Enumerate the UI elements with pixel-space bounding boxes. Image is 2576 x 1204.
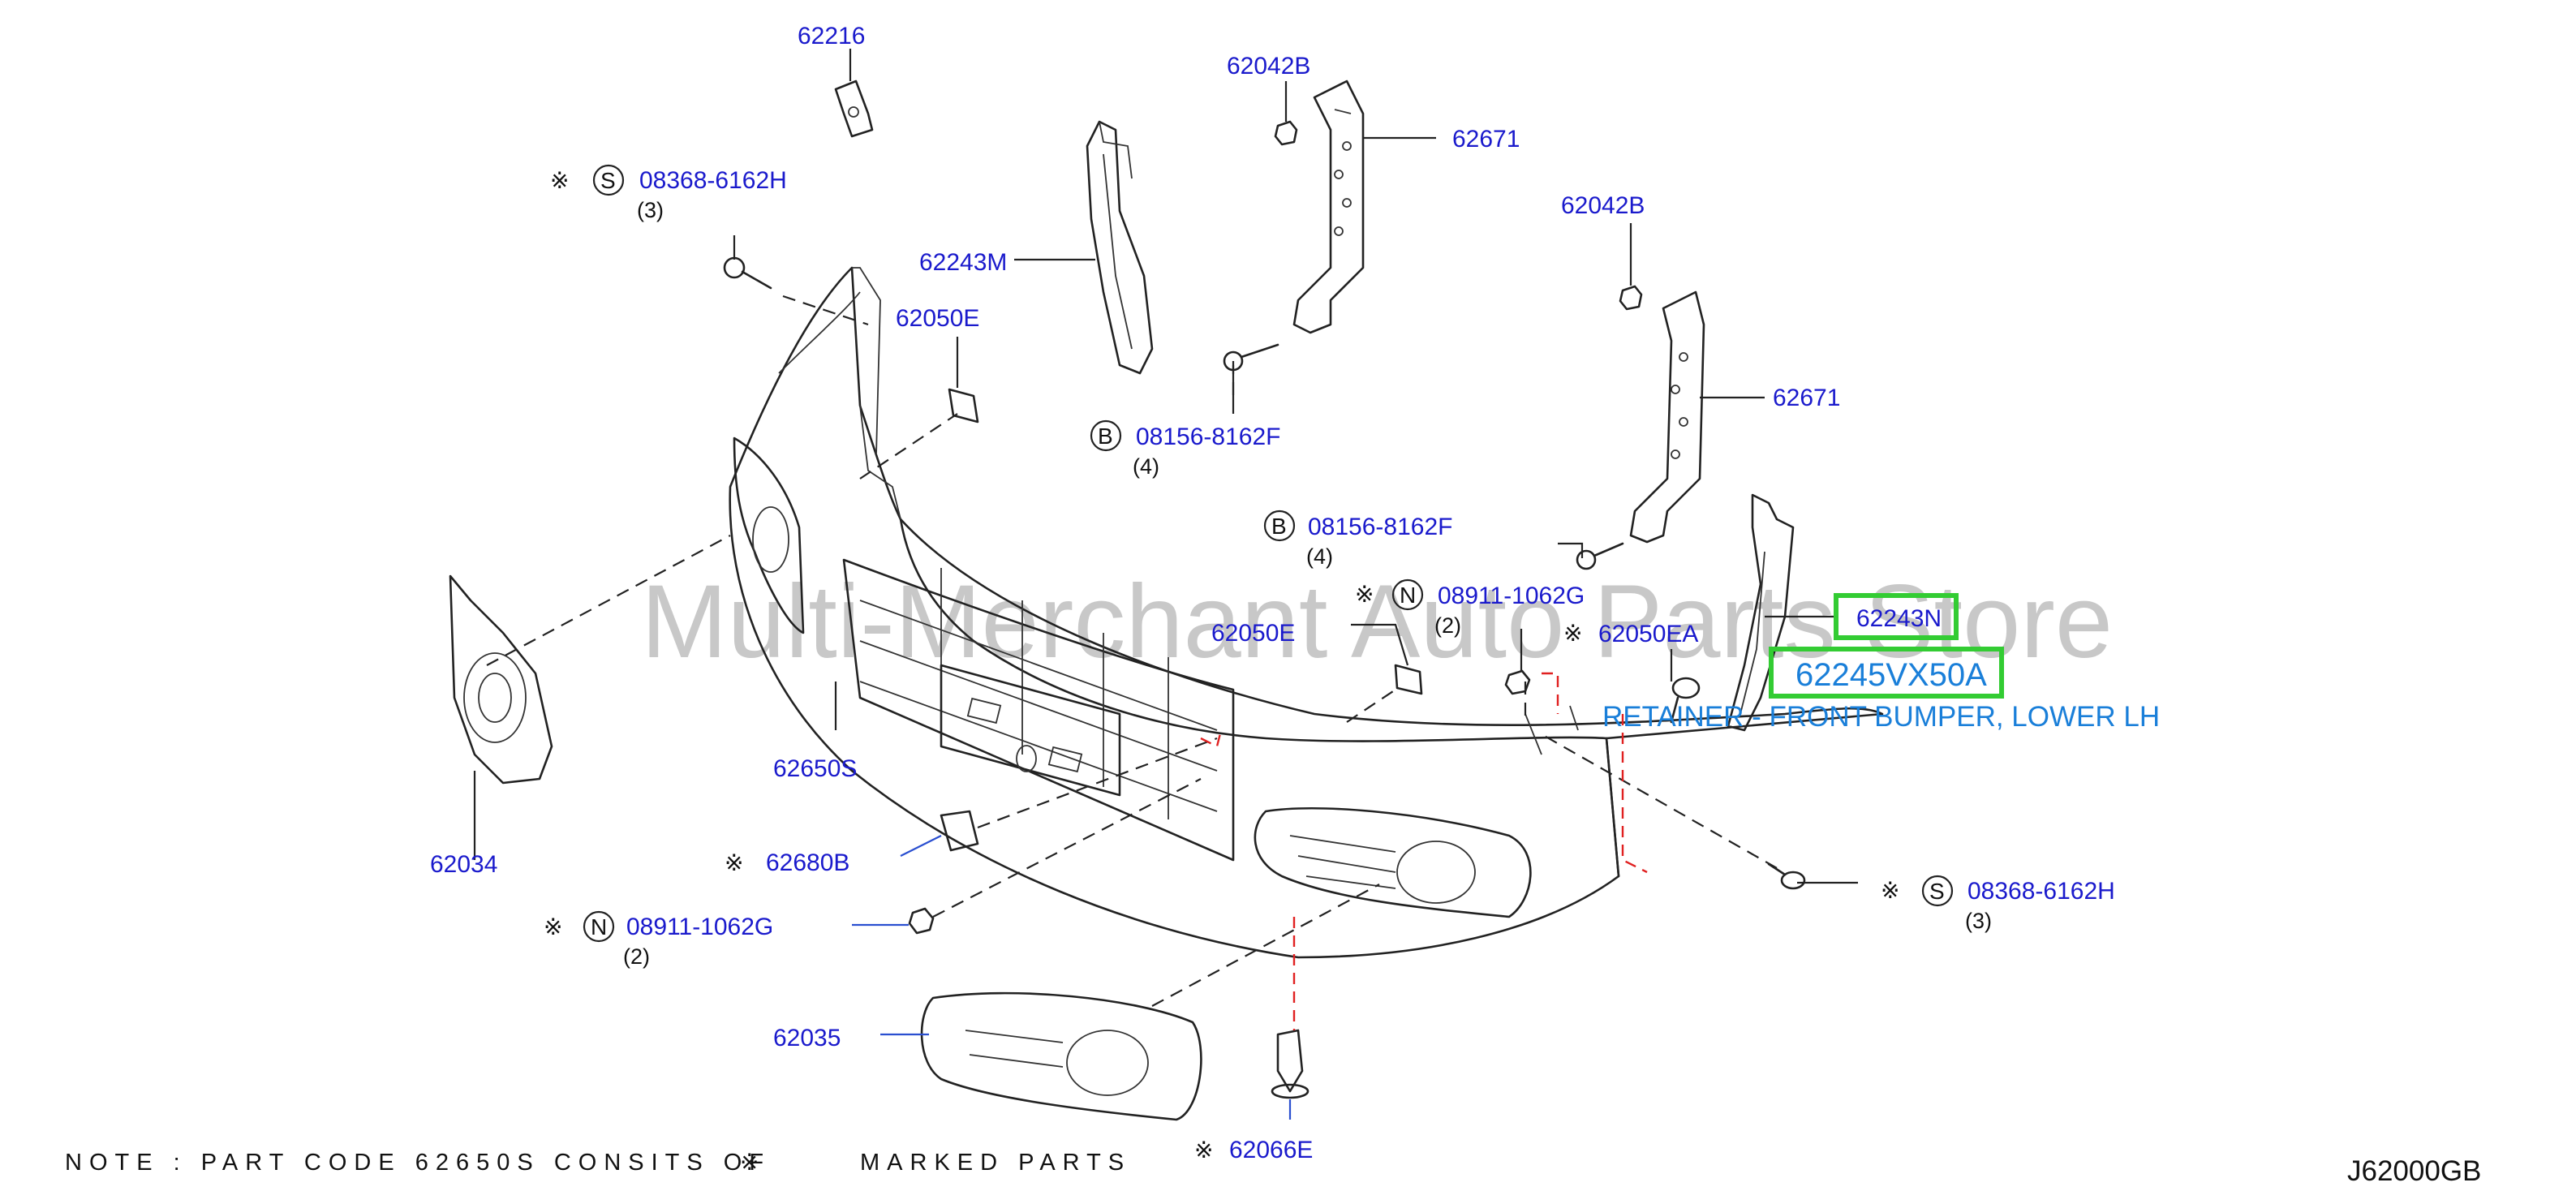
label-62216: 62216 bbox=[798, 23, 865, 49]
watermark: Multi-Merchant Auto Parts Store bbox=[641, 564, 2113, 680]
assembly-lines bbox=[486, 295, 1778, 1030]
note-suffix: MARKED PARTS bbox=[860, 1150, 1131, 1176]
s-circle-icon bbox=[592, 164, 625, 196]
fog-bezel-62034 bbox=[449, 574, 553, 785]
highlight-box-62243n bbox=[1834, 593, 1959, 640]
qty-08911-bot: (2) bbox=[623, 944, 650, 969]
clip-icon bbox=[940, 810, 979, 852]
label-62050e-mid: 62050E bbox=[1211, 620, 1295, 647]
label-62066e: 62066E bbox=[1229, 1137, 1313, 1163]
front-bumper-fascia bbox=[729, 266, 1884, 959]
kome-mark-icon: ※ bbox=[740, 1150, 759, 1175]
label-08911-bot: 08911-1062G bbox=[626, 914, 773, 940]
n-circle-icon bbox=[583, 910, 615, 943]
retainer-62243m bbox=[1086, 120, 1154, 375]
label-62243m: 62243M bbox=[919, 249, 1007, 276]
s-circle-icon bbox=[1921, 875, 1954, 907]
b-circle-letter: B bbox=[1098, 424, 1113, 449]
kome-mark-icon: ※ bbox=[550, 168, 569, 193]
label-62042b-right: 62042B bbox=[1561, 192, 1645, 219]
clip-icon bbox=[1271, 1029, 1310, 1099]
label-08911-top: 08911-1062G bbox=[1438, 583, 1585, 609]
bolt-icon bbox=[1670, 677, 1701, 724]
kome-mark-icon: ※ bbox=[1881, 878, 1899, 903]
retainer-62243n bbox=[1727, 493, 1795, 732]
label-08156-mid: 08156-8162F bbox=[1308, 514, 1452, 540]
n-circle-letter: N bbox=[591, 914, 607, 940]
part-number-highlight: 62245VX50A bbox=[1795, 657, 1987, 693]
b-circle-icon bbox=[1263, 510, 1296, 542]
label-62050e-top: 62050E bbox=[896, 305, 979, 332]
b-circle-letter: B bbox=[1271, 514, 1287, 539]
s-circle-letter: S bbox=[600, 168, 616, 193]
label-62680b: 62680B bbox=[766, 849, 849, 876]
label-08156-top: 08156-8162F bbox=[1136, 424, 1280, 450]
b-circle-icon bbox=[1090, 419, 1122, 452]
label-62035: 62035 bbox=[773, 1025, 841, 1051]
qty-08368-top: (3) bbox=[637, 198, 664, 222]
callout-labels: 62216 62042B 62671 ※ S 08368-6162H (3) 6… bbox=[430, 23, 2160, 1163]
qty-08368-bot: (3) bbox=[1965, 909, 1992, 933]
diagram-code: J62000GB bbox=[2347, 1155, 2481, 1187]
fog-bezel-62035 bbox=[920, 991, 1202, 1121]
bolt-icon bbox=[1576, 542, 1624, 570]
bolt-icon bbox=[1767, 862, 1806, 890]
label-08368-bot: 08368-6162H bbox=[1967, 878, 2115, 905]
nut-icon bbox=[1274, 120, 1298, 146]
label-08368-top: 08368-6162H bbox=[639, 167, 787, 194]
footer-note: NOTE : PART CODE 62650S CONSITS OF ※ MAR… bbox=[65, 1150, 1131, 1176]
label-62243n-highlight: 62243N bbox=[1856, 605, 1942, 632]
clip-icon bbox=[1394, 664, 1423, 695]
kome-mark-icon: ※ bbox=[1563, 621, 1582, 646]
qty-08156-top: (4) bbox=[1133, 454, 1159, 479]
clip-62216 bbox=[834, 80, 874, 138]
bolt-icon bbox=[723, 256, 772, 290]
label-62650s: 62650S bbox=[773, 755, 857, 782]
kome-mark-icon: ※ bbox=[1355, 582, 1374, 607]
label-62050ea: 62050EA bbox=[1598, 621, 1698, 647]
bracket-62671-right bbox=[1629, 290, 1705, 544]
qty-08911-top: (2) bbox=[1434, 613, 1461, 638]
bracket-62671-top bbox=[1292, 80, 1365, 334]
label-62671-right: 62671 bbox=[1773, 385, 1840, 411]
clip-icon bbox=[948, 388, 979, 424]
part-description: RETAINER - FRONT BUMPER, LOWER LH bbox=[1602, 701, 2160, 733]
label-62034: 62034 bbox=[430, 851, 497, 878]
kome-mark-icon: ※ bbox=[1194, 1137, 1213, 1163]
label-62671-top: 62671 bbox=[1452, 126, 1520, 153]
label-62042b-top: 62042B bbox=[1227, 53, 1310, 80]
leader-lines bbox=[473, 49, 1858, 1120]
n-circle-letter: N bbox=[1400, 583, 1416, 608]
n-circle-icon bbox=[1391, 578, 1424, 611]
note-prefix: NOTE : PART CODE 62650S CONSITS OF bbox=[65, 1150, 771, 1176]
nut-icon bbox=[908, 907, 935, 935]
s-circle-letter: S bbox=[1929, 879, 1945, 904]
qty-08156-mid: (4) bbox=[1306, 544, 1333, 569]
kome-mark-icon: ※ bbox=[544, 914, 562, 940]
nut-icon bbox=[1619, 285, 1643, 311]
kome-mark-icon: ※ bbox=[725, 850, 743, 875]
highlight-box-part-number[interactable] bbox=[1769, 647, 2004, 699]
